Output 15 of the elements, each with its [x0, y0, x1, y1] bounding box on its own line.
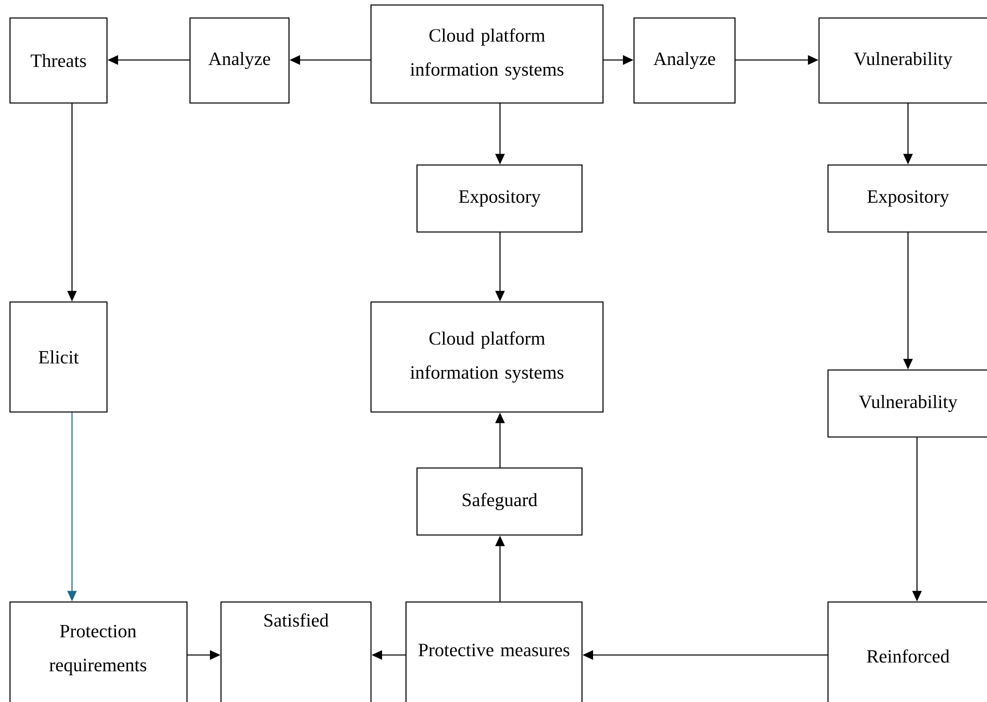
process-box: Protection requirements	[9, 601, 188, 702]
process-box: Reinforced	[827, 601, 987, 702]
process-box: Cloud platform information systems	[370, 4, 604, 104]
process-box: Vulnerability	[818, 17, 987, 104]
process-box: Satisfied	[220, 601, 372, 702]
process-box: Analyze	[633, 17, 736, 104]
process-box: Elicit	[9, 301, 108, 413]
process-box: Analyze	[189, 17, 290, 104]
process-box: Expository	[827, 164, 987, 233]
process-box: Protective measures	[405, 601, 583, 702]
process-box: Cloud platform information systems	[370, 301, 604, 413]
process-box: Expository	[416, 164, 583, 233]
process-box: Vulnerability	[827, 369, 987, 438]
process-box: Threats	[9, 17, 108, 104]
process-box: Safeguard	[416, 467, 583, 536]
